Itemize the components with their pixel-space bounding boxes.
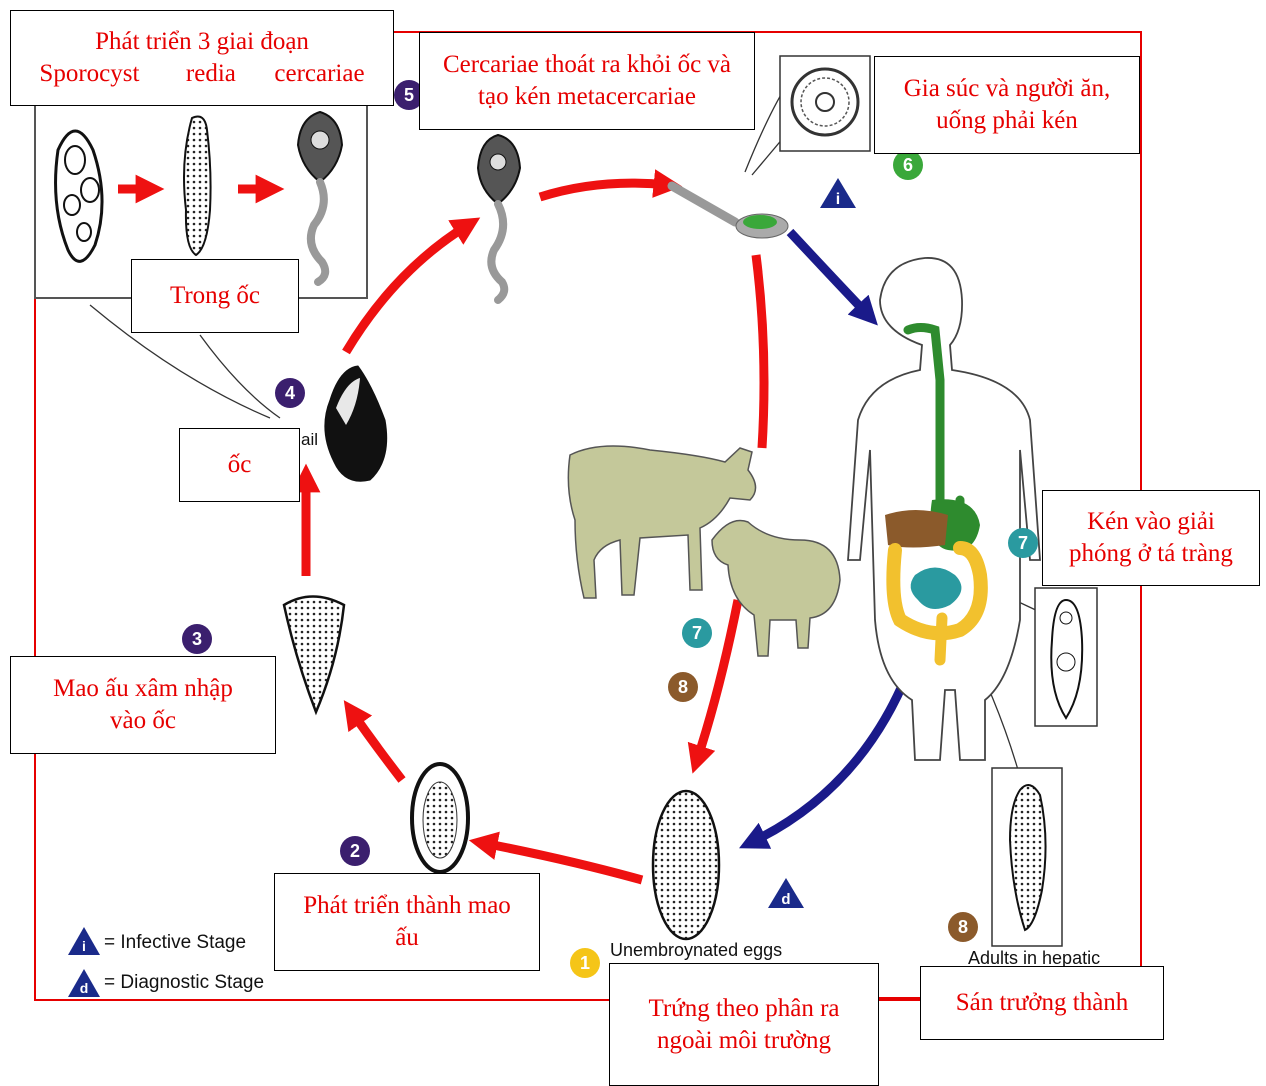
caption-in-snail-text: Trong ốc (170, 280, 260, 312)
caption-cercariae-release-text: Cercariae thoát ra khỏi ốc và tạo kén me… (428, 49, 746, 113)
step-number-6: 6 (893, 150, 923, 180)
caption-adult-text: Sán trưởng thành (956, 987, 1129, 1019)
label-snail-fragment: ail (301, 430, 318, 450)
caption-miracidia-invade: Mao ấu xâm nhập vào ốc (10, 656, 276, 754)
caption-development-stages: Sporocyst redia cercariae (39, 58, 364, 90)
caption-snail: ốc (179, 428, 300, 502)
metacercaria-figure (792, 69, 858, 135)
spoon-with-cysts (672, 186, 788, 238)
caption-snail-text: ốc (228, 449, 252, 481)
step-number-2: 2 (340, 836, 370, 866)
infective-triangle-spoon: i (820, 178, 856, 208)
caption-miracidia-invade-text: Mao ấu xâm nhập vào ốc (35, 673, 251, 737)
unembryonated-egg-figure (653, 791, 719, 939)
step-number-4: 4 (275, 378, 305, 408)
caption-excyst-text: Kén vào giải phóng ở tá tràng (1061, 506, 1241, 570)
miracidium-stage3-figure (284, 597, 344, 713)
legend-diagnostic-label: = Diagnostic Stage (104, 972, 264, 994)
legend-diagnostic-letter: d (80, 980, 89, 996)
caption-develop-miracidia-text: Phát triển thành mao ấu (301, 890, 513, 954)
cercaria-figure (478, 135, 520, 300)
legend-infective-label: = Infective Stage (104, 932, 246, 954)
caption-development: Phát triển 3 giai đoạn Sporocyst redia c… (10, 10, 394, 106)
snail-figure (325, 366, 387, 481)
arrow-human-to-egg (752, 672, 908, 842)
redia-figure (184, 117, 211, 256)
diagnostic-triangle-egg: d (768, 878, 804, 908)
human-figure (848, 258, 1040, 760)
caption-in-snail: Trong ốc (131, 259, 299, 333)
caption-development-title: Phát triển 3 giai đoạn (95, 26, 309, 58)
step-number-8-animals: 8 (668, 672, 698, 702)
legend-infective-letter: i (82, 938, 86, 954)
caption-stage-sporocyst: Sporocyst (39, 60, 139, 87)
diagnostic-triangle-egg-letter: d (781, 891, 790, 908)
caption-excyst: Kén vào giải phóng ở tá tràng (1042, 490, 1260, 586)
embryonated-egg-figure (412, 764, 468, 872)
legend-diagnostic-triangle: d (68, 969, 100, 997)
infective-triangle-spoon-letter: i (836, 191, 840, 208)
arrow-miracidium-to-infective (352, 712, 402, 780)
caption-ingestion: Gia súc và người ăn, uống phải kén (874, 56, 1140, 154)
caption-eggs-out-text: Trứng theo phân ra ngoài môi trường (638, 993, 850, 1057)
cow-figure (568, 446, 755, 598)
arrow-cercaria-to-spoon (540, 183, 668, 197)
arrow-spoon-to-human (790, 232, 868, 315)
step-number-7-animals: 7 (682, 618, 712, 648)
step-number-1: 1 (570, 948, 600, 978)
caption-stage-cercariae: cercariae (274, 60, 364, 87)
caption-stage-redia: redia (186, 60, 236, 87)
caption-adult: Sán trưởng thành (920, 966, 1164, 1040)
step-number-8-human: 8 (948, 912, 978, 942)
pointer-panel-snail-b (200, 335, 280, 418)
step-number-3: 3 (182, 624, 212, 654)
caption-ingestion-text: Gia súc và người ăn, uống phải kén (895, 73, 1119, 137)
caption-develop-miracidia: Phát triển thành mao ấu (274, 873, 540, 971)
step-number-7-human: 7 (1008, 528, 1038, 558)
legend-infective-triangle: i (68, 927, 100, 955)
caption-eggs-out: Trứng theo phân ra ngoài môi trường (609, 963, 879, 1086)
caption-cercariae-release: Cercariae thoát ra khỏi ốc và tạo kén me… (419, 32, 755, 130)
label-unembryonated-eggs: Unembroynated eggs (610, 940, 782, 961)
arrow-spoon-to-animals (756, 255, 764, 448)
